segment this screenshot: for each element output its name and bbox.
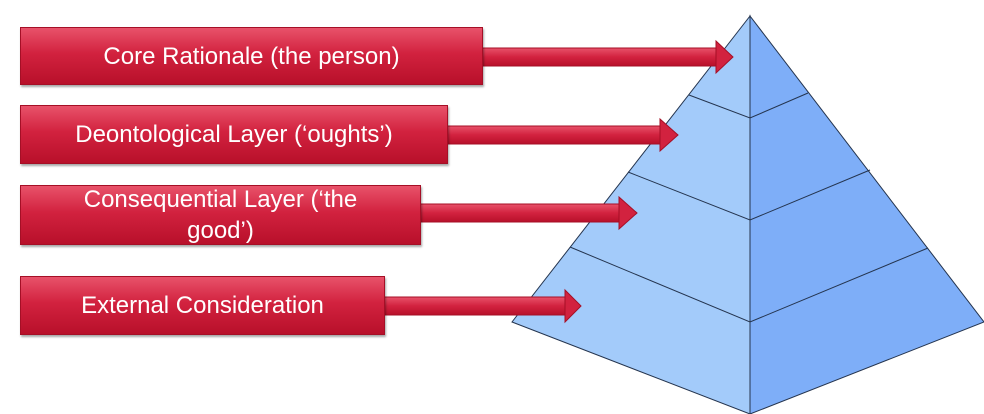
layer-label-text: Core Rationale (the person) [103, 42, 400, 70]
layer-label-text: External Consideration [81, 292, 324, 319]
arrow-consequential [419, 195, 638, 231]
layer-divider-3 [569, 246, 929, 323]
layer-label-text: Deontological Layer (‘oughts’) [75, 121, 393, 148]
pyramid-right-face [749, 14, 984, 414]
layer-divider-2 [627, 169, 871, 221]
layer-label-external: External Consideration [20, 276, 385, 335]
layer-label-core: Core Rationale (the person) [20, 27, 483, 85]
arrow-core [481, 39, 734, 75]
layer-label-deontological: Deontological Layer (‘oughts’) [20, 105, 448, 164]
layer-label-consequential: Consequential Layer (‘the good’) [20, 185, 421, 245]
layer-label-text: Consequential Layer (‘the good’) [83, 186, 358, 244]
layer-divider-1 [688, 92, 809, 119]
arrow-deontological [446, 117, 679, 153]
